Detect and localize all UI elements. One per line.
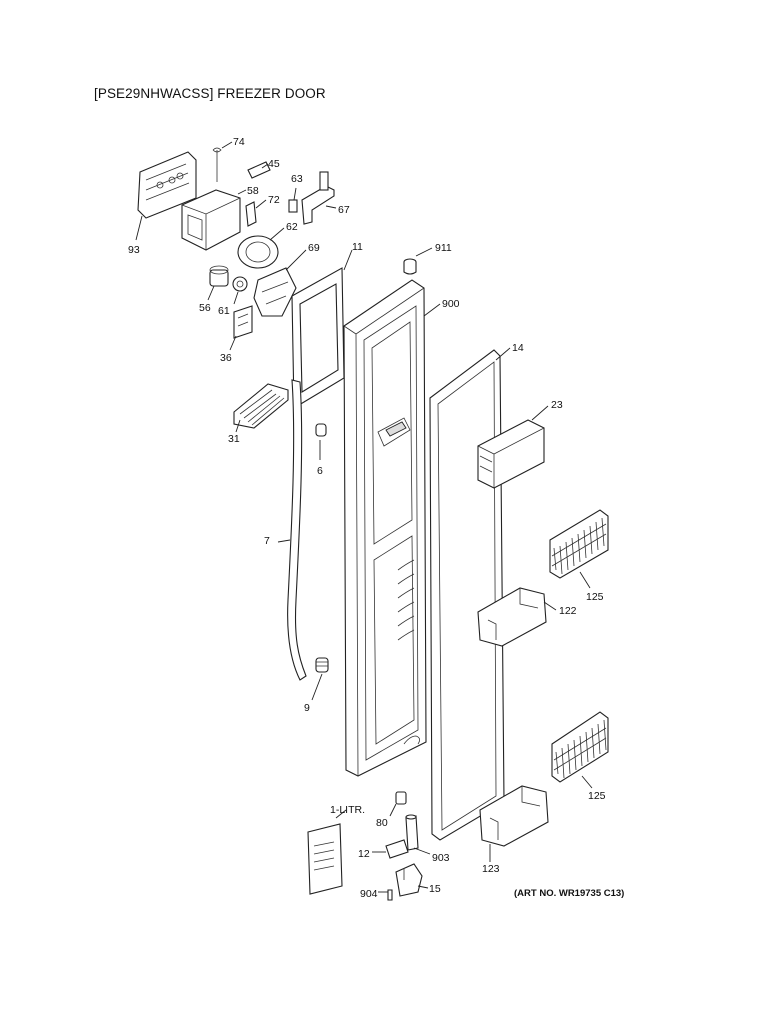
part-63-spring: [288, 199, 298, 213]
callout-6: 6: [317, 465, 323, 477]
callout-72: 72: [268, 194, 280, 206]
part-80-fitting: [395, 791, 407, 805]
part-58-housing: [181, 189, 241, 251]
part-122-shelf: [477, 587, 547, 647]
part-125-basket-lower: [551, 711, 609, 783]
part-56-knob: [209, 265, 229, 287]
part-67-hinge: [301, 171, 335, 225]
part-93-control-panel: [137, 151, 197, 219]
art-number: (ART NO. WR19735 C13): [514, 888, 624, 899]
part-125-basket-upper: [549, 509, 609, 579]
part-900-door-liner: [343, 279, 427, 777]
callout-9: 9: [304, 702, 310, 714]
callout-123: 123: [482, 863, 500, 875]
part-14-gasket: [429, 349, 505, 841]
part-12-clip: [385, 839, 409, 859]
callout-31: 31: [228, 433, 240, 445]
part-69-funnel: [253, 267, 297, 317]
callout-11: 11: [352, 241, 363, 253]
part-62-ring: [237, 235, 279, 269]
callout-74: 74: [233, 136, 245, 148]
part-911-plug: [403, 258, 417, 275]
part-9-bushing: [315, 657, 329, 673]
callout-122: 122: [559, 605, 577, 617]
callout-literature: 1-LITR.: [330, 804, 365, 816]
part-903-tube: [405, 814, 419, 851]
callout-7: 7: [264, 535, 270, 547]
callout-63: 63: [291, 173, 303, 185]
callout-61: 61: [218, 305, 230, 317]
part-904-screw: [387, 889, 393, 901]
part-7-handle: [287, 379, 307, 681]
callout-93: 93: [128, 244, 140, 256]
callout-69: 69: [308, 242, 320, 254]
callout-36: 36: [220, 352, 232, 364]
callout-125-upper: 125: [586, 591, 604, 603]
callout-80: 80: [376, 817, 388, 829]
callout-62: 62: [286, 221, 298, 233]
callout-125-lower: 125: [588, 790, 606, 802]
callout-23: 23: [551, 399, 563, 411]
callout-14: 14: [512, 342, 524, 354]
callout-903: 903: [432, 852, 450, 864]
part-literature-booklet: [307, 823, 343, 895]
part-61-cap: [232, 276, 248, 292]
part-6-bushing: [315, 423, 327, 437]
callout-900: 900: [442, 298, 460, 310]
callout-15: 15: [429, 883, 441, 895]
part-36-switch: [233, 305, 253, 339]
page-title: [PSE29NHWACSS] FREEZER DOOR: [94, 86, 326, 101]
part-31-grille: [233, 383, 289, 429]
callout-12: 12: [358, 848, 370, 860]
callout-58: 58: [247, 185, 259, 197]
part-11-frame: [291, 267, 345, 409]
callout-911: 911: [435, 242, 452, 254]
part-15-bracket: [395, 863, 423, 897]
leader-lines: [135, 141, 593, 893]
callout-45: 45: [268, 158, 280, 170]
callout-904: 904: [360, 888, 378, 900]
part-74-spring: [212, 147, 222, 182]
part-23-bin: [477, 419, 545, 489]
callout-56: 56: [199, 302, 211, 314]
part-72-latch: [245, 201, 257, 227]
part-123-shelf: [479, 785, 549, 847]
callout-67: 67: [338, 204, 350, 216]
